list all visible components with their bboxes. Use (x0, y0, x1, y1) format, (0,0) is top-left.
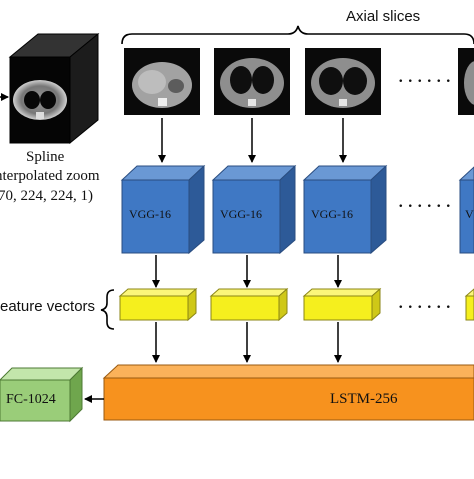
fc-label: FC-1024 (6, 392, 56, 407)
interpolated-zoom-label: nterpolated zoom (0, 168, 100, 184)
ellipsis-features: ...... (398, 288, 455, 313)
feature-vector-1 (118, 287, 198, 322)
fc-block (0, 366, 84, 423)
ct-slice-1 (124, 48, 200, 115)
feature-vector-4-partial (464, 288, 474, 321)
feature-vectors-label: eature vectors (0, 298, 96, 315)
lstm-label: LSTM-256 (330, 391, 398, 407)
lstm-block (102, 364, 474, 421)
ct-volume-cube (8, 32, 100, 145)
ct-slice-2 (214, 48, 290, 115)
ct-slice-3 (305, 48, 381, 115)
vgg-block-4-partial (458, 166, 474, 254)
vgg-block-1 (120, 164, 206, 255)
vgg-16-label-3: VGG-16 (311, 207, 353, 221)
axial-slices-brace (121, 25, 474, 45)
ellipsis-vgg: ...... (398, 187, 455, 212)
spline-label: Spline (26, 149, 65, 165)
feature-vectors-brace (100, 289, 115, 330)
vgg-block-2 (211, 164, 297, 255)
vgg-16-label-1: VGG-16 (129, 207, 171, 221)
vgg-16-label-4-partial: V (465, 207, 474, 221)
ellipsis-slices: ...... (398, 62, 455, 87)
vgg-16-label-2: VGG-16 (220, 207, 262, 221)
feature-vector-2 (209, 287, 289, 322)
input-shape-label: (70, 224, 224, 1) (0, 188, 93, 204)
feature-vector-3 (302, 287, 382, 322)
vgg-block-3 (302, 164, 388, 255)
ct-slice-4-partial (458, 48, 474, 115)
axial-slices-label: Axial slices (346, 8, 421, 25)
